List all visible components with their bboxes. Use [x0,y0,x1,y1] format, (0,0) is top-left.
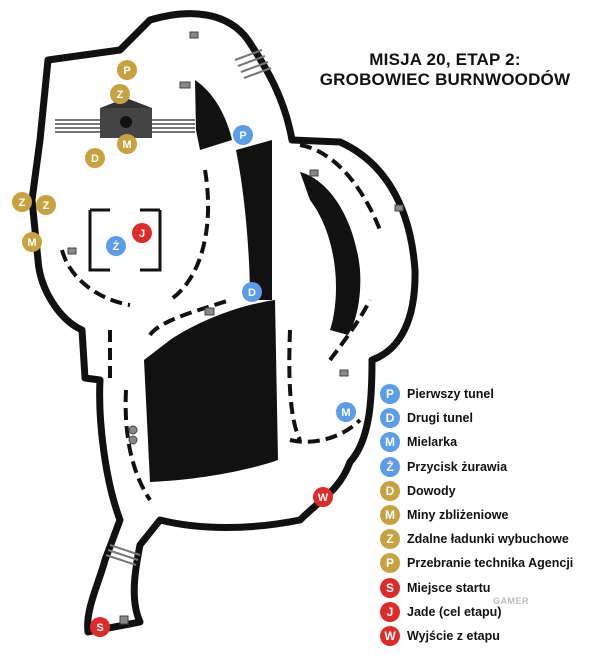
marker-jade: J [132,223,152,243]
marker-disguise: P [117,60,137,80]
legend-label: Pierwszy tunel [407,387,494,402]
marker-explosives-1: Z [110,84,130,104]
legend-badge: Ż [380,456,400,477]
marker-second-tunnel: D [242,282,262,302]
legend-badge: D [380,480,400,501]
svg-text:P: P [239,130,246,142]
svg-text:M: M [122,139,131,151]
legend-badge: S [380,577,400,598]
legend-label: Jade (cel etapu) [407,604,502,619]
map-outline [28,10,419,636]
svg-text:Z: Z [19,197,26,209]
watermark: GAMER [493,596,529,606]
legend-label: Wyjście z etapu [407,628,500,643]
legend-badge: P [380,553,400,574]
legend-item: P Pierwszy tunel [380,382,598,406]
legend-label: Dowody [407,483,456,498]
legend: P Pierwszy tunel D Drugi tunel M Mielarka Ż… [380,382,598,648]
marker-crane-button: Ż [106,236,126,256]
legend-label: Zdalne ładunki wybuchowe [407,532,569,547]
legend-label: Miejsce startu [407,580,491,595]
marker-grinder: M [336,402,356,422]
stairs [55,49,272,566]
legend-item: M Miny zbliżeniowe [380,503,598,527]
markers: P Z M D Z Z M Ż J P D M W S [12,60,356,637]
map-title-line2: GROBOWIEC BURNWOODÓW [319,70,571,89]
legend-item: W Wyjście z etapu [380,624,598,648]
marker-exit: W [313,487,333,507]
legend-badge: J [380,601,400,622]
legend-item: S Miejsce startu [380,576,598,600]
svg-text:Z: Z [43,200,50,212]
svg-text:M: M [341,407,350,419]
central-hall [88,208,162,272]
svg-text:D: D [248,287,256,299]
altar [100,98,152,138]
legend-item: D Dowody [380,479,598,503]
legend-label: Przebranie technika Agencji [407,556,574,571]
legend-item: M Mielarka [380,430,598,454]
legend-item: P Przebranie technika Agencji [380,551,598,575]
svg-text:W: W [318,492,329,504]
svg-text:D: D [91,153,99,165]
svg-text:J: J [139,228,145,240]
legend-badge: M [380,432,400,453]
svg-text:S: S [96,622,103,634]
marker-first-tunnel: P [233,125,253,145]
marker-mines-2: M [22,232,42,252]
legend-label: Drugi tunel [407,411,473,426]
solid-rock [144,80,361,482]
marker-evidence: D [85,148,105,168]
debris [67,31,404,625]
svg-text:Z: Z [117,89,124,101]
svg-text:P: P [123,65,130,77]
svg-text:M: M [27,237,36,249]
legend-badge: D [380,408,400,429]
marker-mines-1: M [117,134,137,154]
legend-badge: P [380,384,400,405]
legend-label: Mielarka [407,435,458,450]
map-title-line1: MISJA 20, ETAP 2: [369,50,521,69]
legend-badge: W [380,625,400,646]
marker-start: S [90,617,110,637]
legend-label: Miny zbliżeniowe [407,508,509,523]
legend-item: D Drugi tunel [380,406,598,430]
legend-badge: M [380,505,400,526]
marker-explosives-3: Z [36,195,56,215]
legend-label: Przycisk żurawia [407,459,508,474]
legend-item: Z Zdalne ładunki wybuchowe [380,527,598,551]
marker-explosives-2: Z [12,192,32,212]
inner-walls [60,143,382,502]
legend-item: J Jade (cel etapu) [380,600,598,624]
svg-text:Ż: Ż [113,240,120,253]
legend-item: Ż Przycisk żurawia [380,455,598,479]
legend-badge: Z [380,529,400,550]
